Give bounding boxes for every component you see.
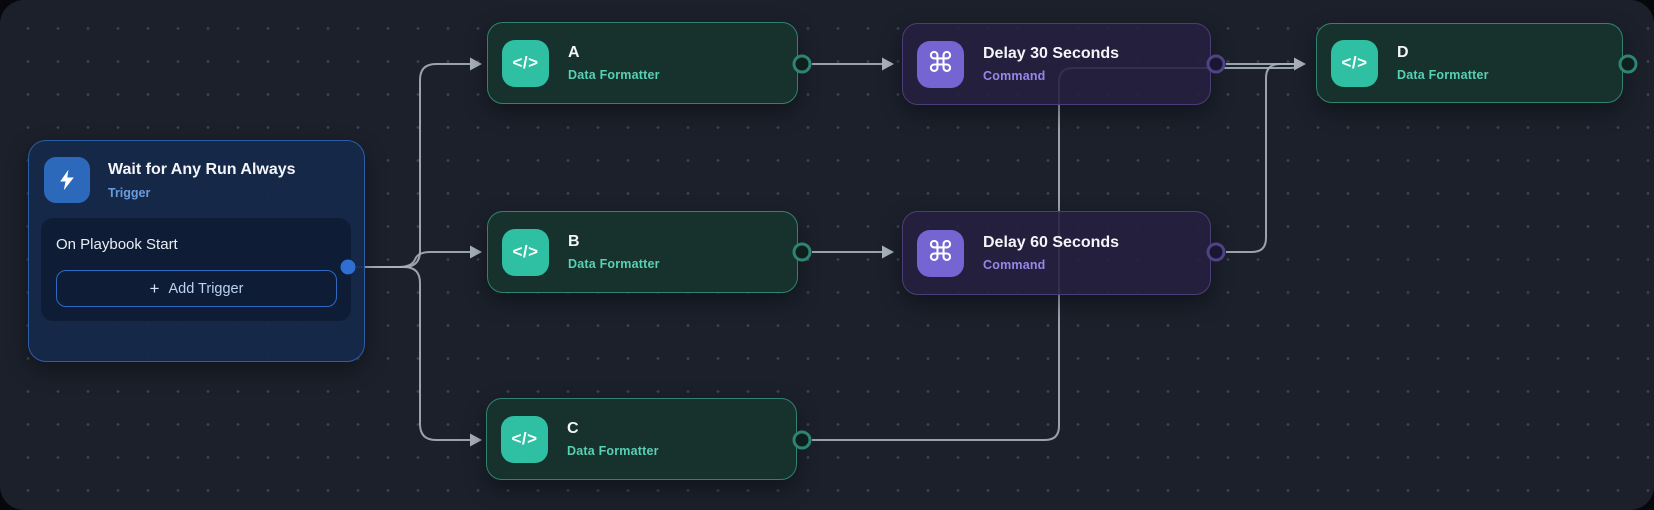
node-c-subtitle: Data Formatter [567,444,659,458]
arrowhead-trigger-to-b [470,245,482,259]
code-icon: </> [1331,39,1378,87]
node-b[interactable]: </> B Data Formatter [487,211,798,293]
node-d-subtitle: Data Formatter [1397,68,1489,82]
node-b-subtitle: Data Formatter [568,257,660,271]
edge-delay60-to-d [1226,63,1298,253]
code-icon: </> [502,39,549,87]
trigger-title: Wait for Any Run Always [108,160,296,178]
edge-trigger-to-a [356,63,472,268]
code-icon: </> [501,415,548,463]
node-d-title: D [1397,44,1409,61]
trigger-event-label: On Playbook Start [56,236,178,253]
arrowhead-trigger-to-c [470,433,482,447]
arrowhead-trigger-to-a [470,57,482,71]
command-icon: ⌘ [917,40,964,88]
node-delay-30-seconds[interactable]: ⌘ Delay 30 Seconds Command [902,23,1211,105]
add-trigger-label: Add Trigger [168,280,244,297]
add-trigger-button[interactable]: + Add Trigger [56,270,337,307]
node-d[interactable]: </> D Data Formatter [1316,23,1623,103]
plus-icon: + [149,279,160,298]
node-c-title: C [567,420,579,437]
node-c[interactable]: </> C Data Formatter [486,398,797,480]
node-delay60-subtitle: Command [983,258,1046,272]
node-a-title: A [568,44,580,61]
lightning-icon [44,157,90,203]
trigger-text: Wait for Any Run Always Trigger [108,161,296,200]
node-trigger[interactable]: Wait for Any Run Always Trigger On Playb… [28,140,365,362]
edge-trigger-to-c [356,266,472,441]
trigger-subtitle: Trigger [108,185,151,200]
arrowhead-b-to-delay60 [882,245,894,259]
trigger-header: Wait for Any Run Always Trigger [29,141,364,203]
node-delay30-title: Delay 30 Seconds [983,45,1120,62]
code-icon: </> [502,228,549,276]
trigger-events-panel: On Playbook Start + Add Trigger [41,218,351,321]
command-icon: ⌘ [917,229,964,277]
node-a[interactable]: </> A Data Formatter [487,22,798,104]
node-delay30-subtitle: Command [983,69,1046,83]
node-delay-60-seconds[interactable]: ⌘ Delay 60 Seconds Command [902,211,1211,295]
arrowhead-a-to-delay30 [882,57,894,71]
node-b-title: B [568,233,580,250]
node-a-subtitle: Data Formatter [568,68,660,82]
node-delay60-title: Delay 60 Seconds [983,234,1120,251]
